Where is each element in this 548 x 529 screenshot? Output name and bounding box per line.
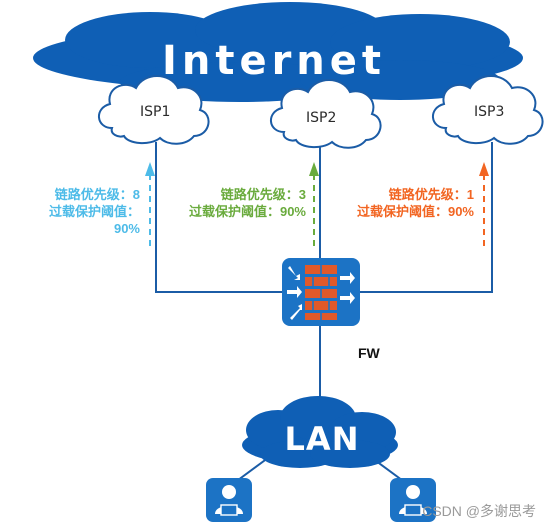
isp3-label: ISP3 (474, 104, 505, 120)
isp1-priority: 链路优先级：8 (54, 187, 140, 202)
isp1-settings: 链路优先级：8 过载保护阈值：90% (28, 186, 140, 237)
watermark: CSDN @多谢思考 (422, 503, 536, 519)
isp2-label: ISP2 (306, 110, 337, 126)
isp1-dashed-arrow (145, 162, 155, 246)
internet-label: Internet (161, 38, 387, 84)
isp1-link (155, 142, 292, 293)
isp3-settings: 链路优先级：1 过载保护阈值：90% (344, 186, 474, 220)
firewall-icon (282, 258, 360, 326)
isp3-cloud (432, 75, 544, 145)
isp1-label: ISP1 (140, 104, 171, 120)
lan-cloud (242, 396, 398, 468)
isp2-cloud (270, 79, 382, 149)
isp3-link (360, 142, 493, 293)
isp3-dashed-arrow (479, 162, 489, 246)
isp2-overload: 过载保护阈值：90% (188, 204, 306, 219)
lan-label: LAN (284, 420, 360, 458)
user-pc-icon-left (206, 478, 252, 522)
isp1-cloud (98, 75, 210, 145)
isp2-settings: 链路优先级：3 过载保护阈值：90% (176, 186, 306, 220)
isp3-priority: 链路优先级：1 (388, 187, 474, 202)
isp3-overload: 过载保护阈值：90% (356, 204, 474, 219)
isp1-overload: 过载保护阈值：90% (48, 204, 140, 236)
firewall-label: FW (358, 345, 380, 361)
isp2-dashed-arrow (309, 162, 319, 246)
user-pc-icon-right (390, 478, 436, 522)
isp2-priority: 链路优先级：3 (220, 187, 306, 202)
